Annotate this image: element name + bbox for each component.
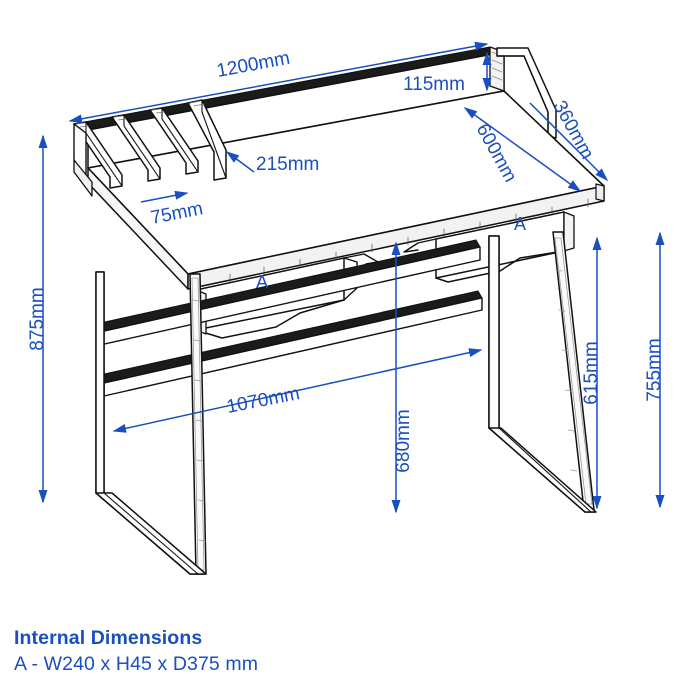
dim-115mm-label: 115mm [403,74,465,95]
internal-dimensions-title: Internal Dimensions [14,627,203,649]
dim-115mm: 115mm [403,51,492,95]
dim-1200mm-label: 1200mm [215,48,292,82]
dim-680mm-label: 680mm [393,409,414,472]
dim-875mm-label: 875mm [27,287,48,350]
drawer-right-callout: A [514,214,526,234]
internal-dimensions-entry: A - W240 x H45 x D375 mm [14,653,259,675]
mail-organiser [73,99,227,197]
dim-1070mm-label: 1070mm [225,383,302,418]
dim-215mm: 215mm [225,151,319,175]
dim-875mm: 875mm [27,134,48,504]
dim-680mm: 680mm [391,241,414,514]
drawer-left-callout: A [256,272,268,292]
drawer-callouts: A A [256,214,526,292]
desk-line-art [73,46,605,575]
dim-755mm: 755mm [644,231,665,509]
leg-right [488,231,597,513]
dim-615mm-label: 615mm [581,341,602,404]
dim-615mm: 615mm [581,236,602,510]
dim-215mm-label: 215mm [256,154,319,175]
dim-755mm-label: 755mm [644,338,665,401]
leg-left [95,271,207,575]
